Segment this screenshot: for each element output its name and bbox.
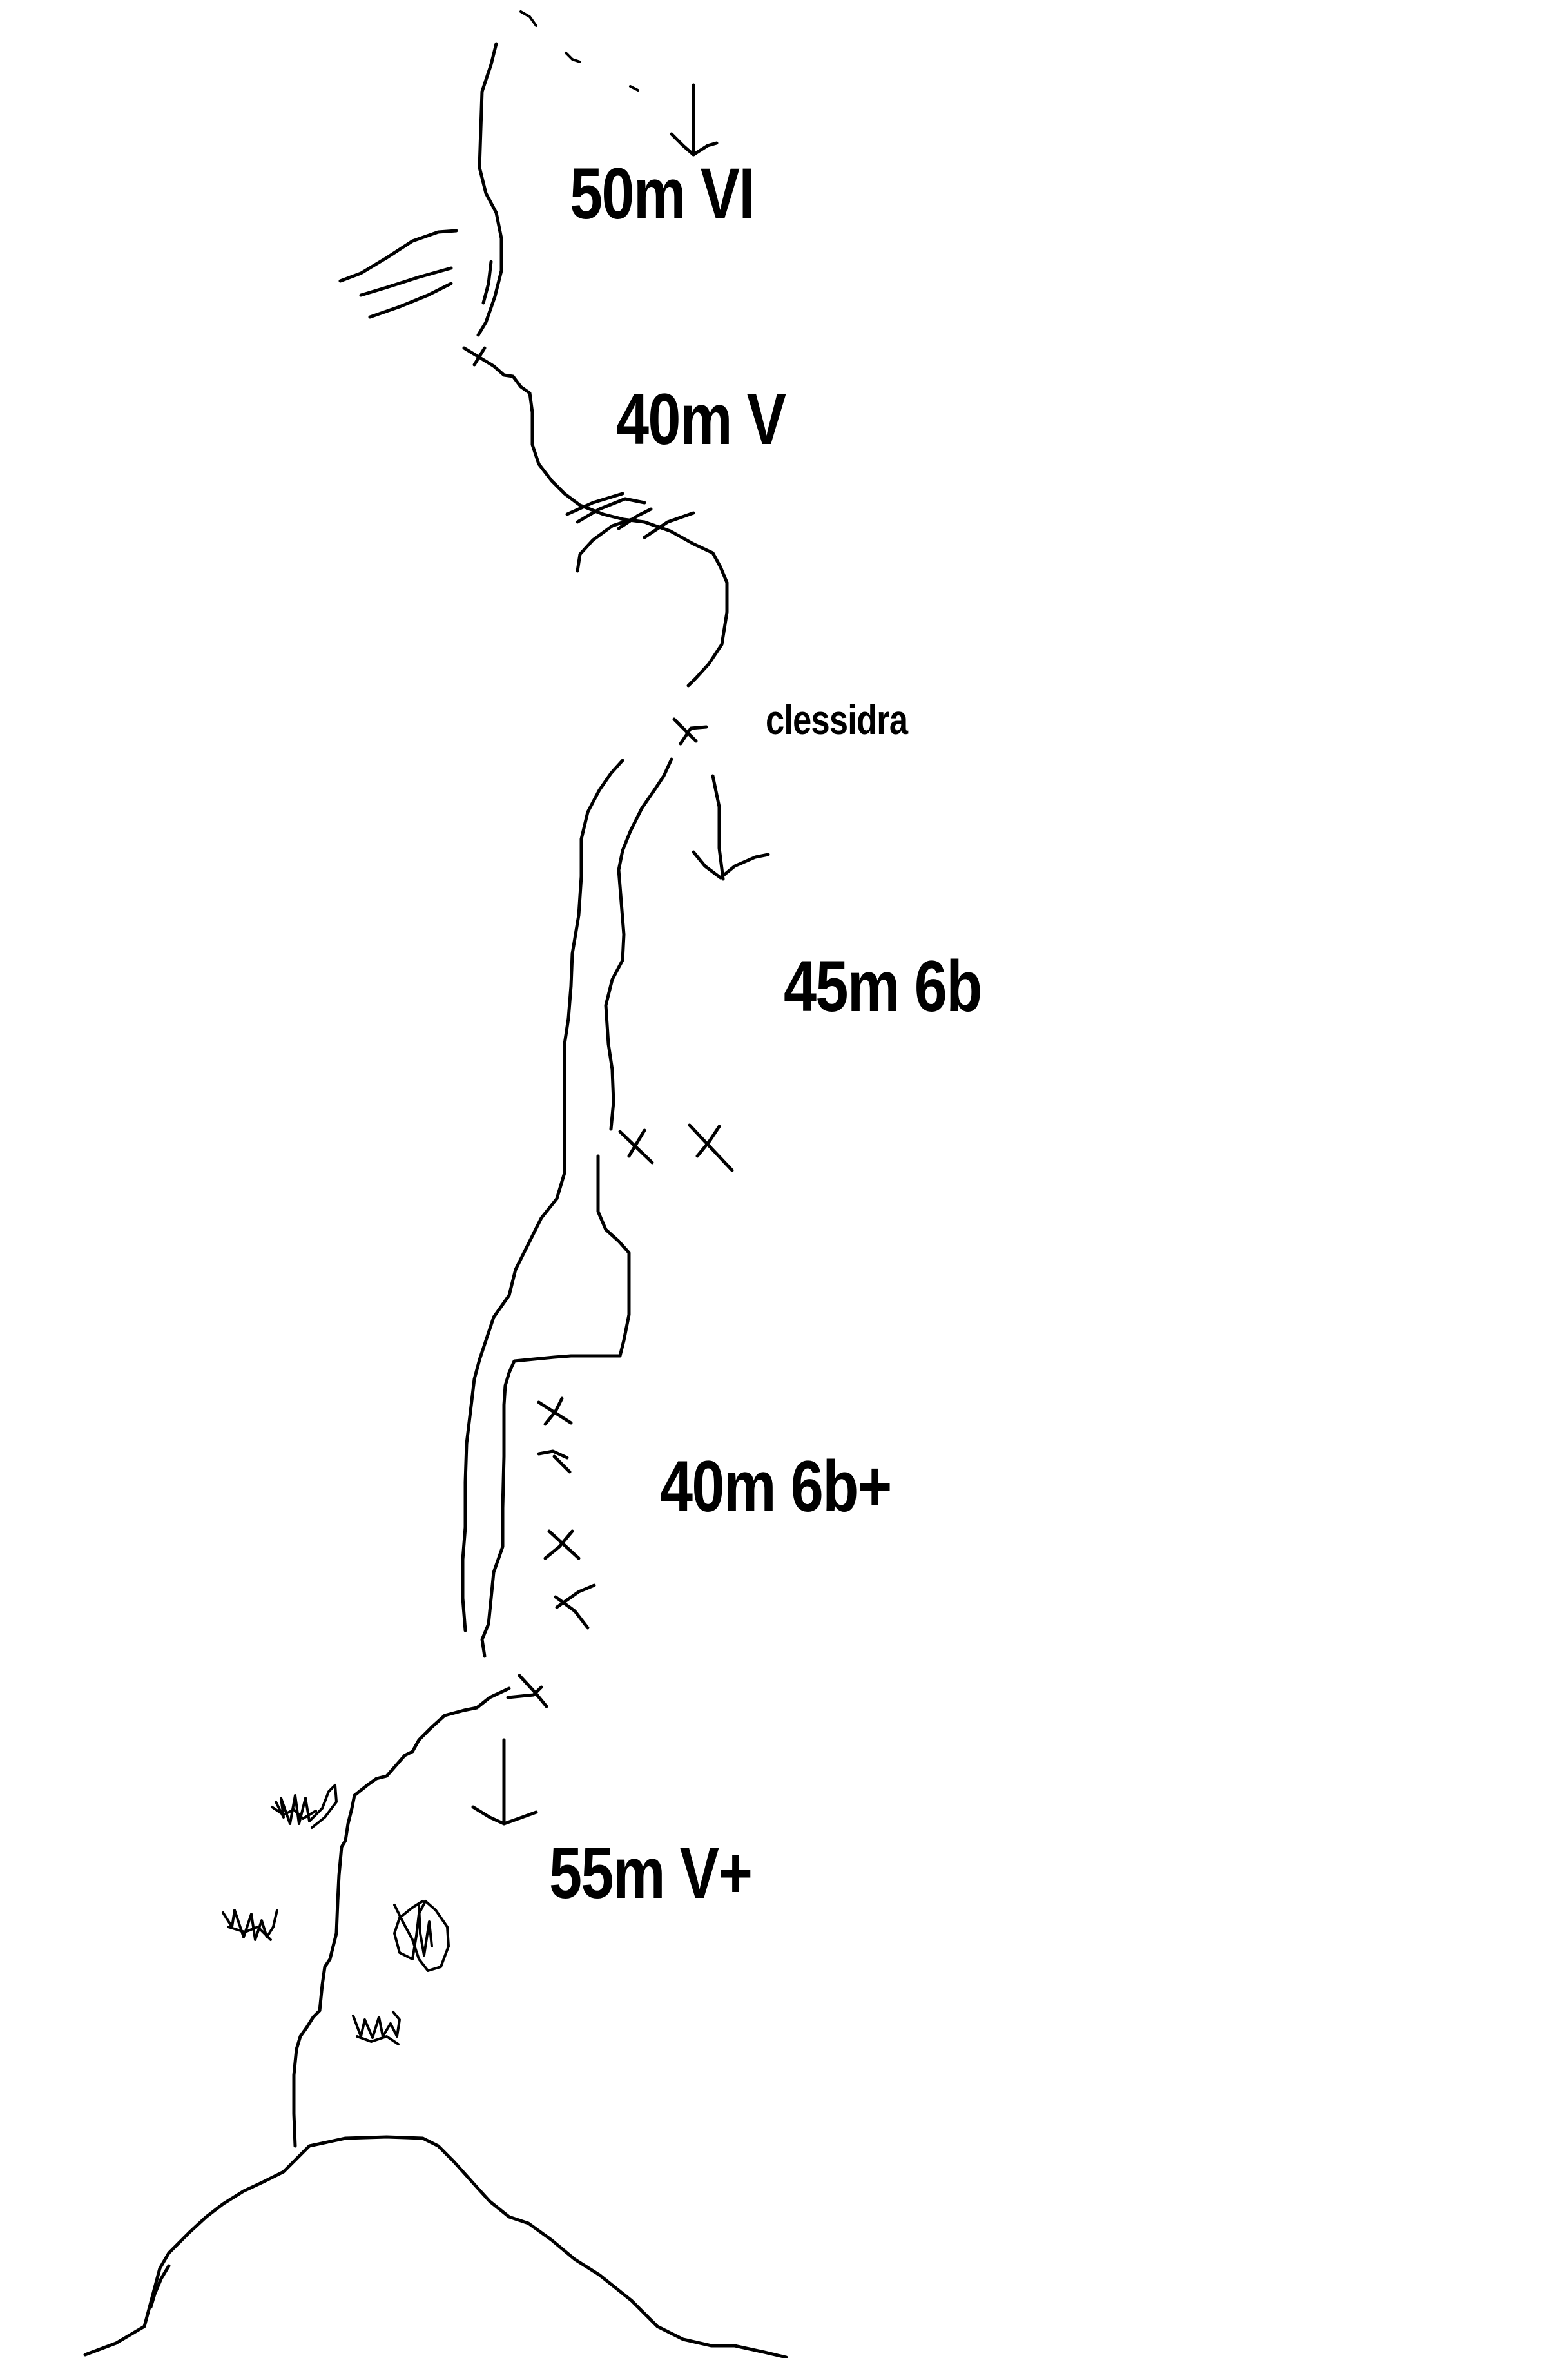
clessidra-note: clessidra <box>766 697 908 743</box>
route-line-pitch-3-right <box>604 757 673 1131</box>
pitch-5-grade: 55m V+ <box>549 1833 753 1913</box>
route-line-pitch-5 <box>292 1686 511 2148</box>
belay-x <box>462 346 496 368</box>
crack-lines <box>565 492 695 573</box>
summit-ticks <box>519 10 639 92</box>
pitch-2-grade: 40m V <box>616 379 786 459</box>
base-ground-line <box>83 2135 788 2358</box>
top-descent-arrow <box>670 83 719 157</box>
base-ground-line <box>149 2264 171 2309</box>
bolt-row <box>506 1396 596 1708</box>
route-line-pitch-3-left <box>461 759 624 1632</box>
clessidra-belay-x <box>672 717 708 746</box>
anchor-bolts <box>618 1123 734 1172</box>
crack-lines <box>338 229 493 319</box>
pitch-4-grade: 40m 6b+ <box>660 1446 892 1527</box>
route-line-pitch-2 <box>492 364 729 688</box>
rappel-arrow <box>471 1738 538 1826</box>
pitch-3-grade: 45m 6b <box>784 946 982 1027</box>
pitch-1-grade: 50m VI <box>570 153 755 234</box>
bush-scribbles <box>222 1784 450 2045</box>
route-line-pitch-4-inner <box>480 1154 631 1658</box>
rappel-arrow <box>692 774 770 881</box>
route-line-upper <box>476 42 503 337</box>
